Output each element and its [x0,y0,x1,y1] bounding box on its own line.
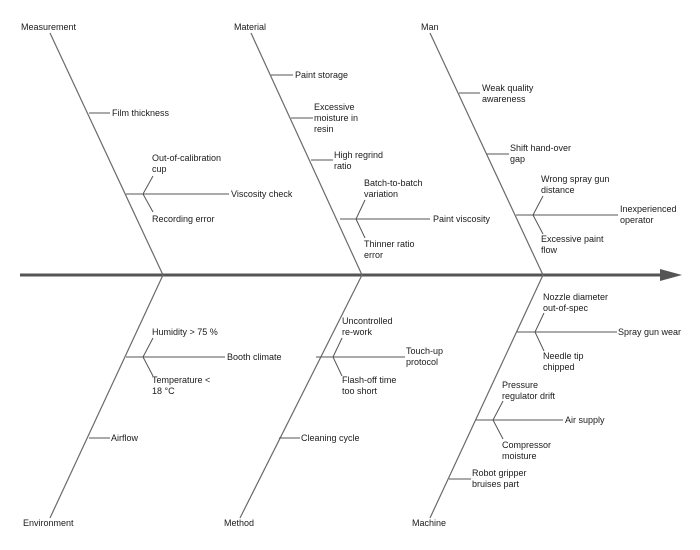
subcause-branch [355,199,366,239]
cause-label: Air supply [565,415,605,425]
category-measurement: Measurement Film thickness Viscosity che… [21,22,293,276]
cause-label: Film thickness [112,108,170,118]
category-bone [429,274,544,519]
category-label: Material [234,22,266,32]
category-label: Man [421,22,439,32]
cause-label: Spray gun wear [618,327,681,337]
cause-label: Cleaning cycle [301,433,360,443]
cause-label: Airflow [111,433,139,443]
subcause-label: Temperature <18 °C [152,375,210,396]
category-bone [239,274,363,519]
cause-label: Booth climate [227,352,282,362]
category-label: Environment [23,518,74,528]
category-bone [49,32,164,276]
category-environment: Environment Booth climate Humidity > 75 … [23,274,282,528]
category-label: Method [224,518,254,528]
cause-label: Viscosity check [231,189,293,199]
category-label: Machine [412,518,446,528]
subcause-branch [142,175,154,213]
category-bone [49,274,164,519]
category-label: Measurement [21,22,77,32]
category-bone [250,32,363,276]
subcause-label: Recording error [152,214,215,224]
cause-label: Paint storage [295,70,348,80]
subcause-label: Humidity > 75 % [152,327,218,337]
subcause-branch [332,337,343,377]
cause-label: Paint viscosity [433,214,491,224]
subcause-branch [532,195,544,235]
subcause-branch [534,312,545,352]
subcause-branch [492,400,504,440]
category-bone [429,32,544,276]
spine-arrowhead [660,269,682,281]
subcause-branch [142,337,154,377]
